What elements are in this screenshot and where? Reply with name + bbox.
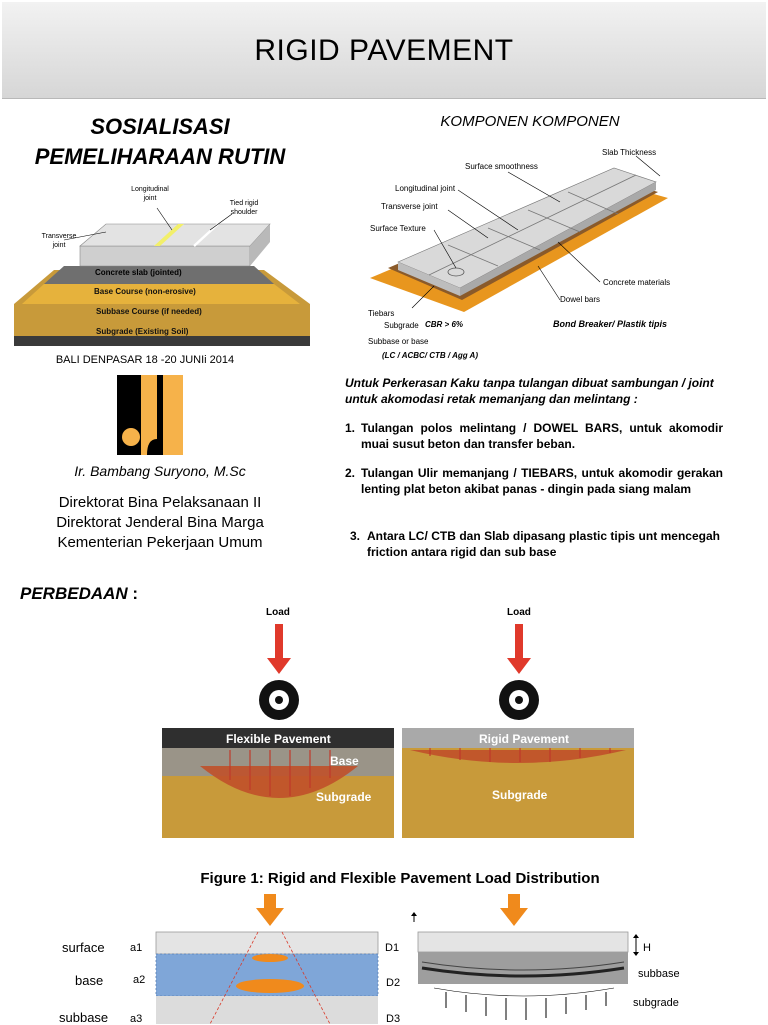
label-longitudinal-joint-komp: Longitudinal joint: [395, 184, 456, 193]
label-subbase-or-base: Subbase or base: [368, 337, 429, 346]
list-item: 2. Tulangan Ulir memanjang / TIEBARS, un…: [345, 465, 723, 497]
label-surface-texture: Surface Texture: [370, 224, 426, 233]
author-name: Ir. Bambang Suryono, M.Sc: [74, 463, 246, 479]
label-cbr: CBR > 6%: [425, 320, 464, 329]
label-longitudinal-joint: Longitudinal joint: [131, 186, 169, 202]
org-line-1: Direktorat Bina Pelaksanaan II: [58, 494, 262, 511]
list-item-number: 1.: [345, 421, 356, 435]
list-item: 1. Tulangan polos melintang / DOWEL BARS…: [345, 420, 723, 452]
title-bar: [2, 2, 766, 99]
label-surface-smoothness: Surface smoothness: [465, 162, 538, 171]
organization: Direktorat Bina Pelaksanaan II Direktora…: [10, 493, 310, 553]
load-label-right: Load: [507, 607, 531, 618]
rigid-pavement-title: Rigid Pavement: [479, 732, 570, 746]
page-title: RIGID PAVEMENT: [254, 34, 514, 67]
ministry-logo: [117, 375, 183, 455]
subbase-layer: [22, 284, 300, 304]
a1-label: a1: [130, 942, 143, 954]
d3-label: D3: [386, 1013, 401, 1025]
seminar-title: SOSIALISASI PEMELIHARAAN RUTIN: [10, 112, 310, 172]
perbedaan-colon: :: [127, 584, 139, 603]
label-slab-thickness: Slab Thickness: [602, 148, 657, 157]
slab-side: [250, 224, 270, 266]
base-layer: [44, 266, 274, 284]
flexible-pavement-title: Flexible Pavement: [226, 732, 331, 746]
concrete-slab-side: [460, 182, 656, 296]
longitudinal-joint-stripe: [154, 224, 184, 246]
perbedaan-heading: PERBEDAAN :: [20, 584, 138, 604]
list-item-text: Antara LC/ CTB dan Slab dipasang plastic…: [367, 529, 720, 559]
layer-label-base: base: [75, 973, 104, 988]
a3-label: a3: [130, 1013, 143, 1025]
org-line-2: Direktorat Jenderal Bina Marga: [56, 514, 264, 531]
layer-label-surface: surface: [62, 940, 105, 955]
figure-caption: Figure 1: Rigid and Flexible Pavement Lo…: [200, 870, 600, 887]
label-concrete-materials: Concrete materials: [603, 278, 671, 287]
seminar-title-line2: PEMELIHARAAN RUTIN: [34, 144, 286, 169]
layer-label-subbase: subbase: [59, 1010, 109, 1025]
flexible-base-label: Base: [330, 754, 359, 768]
right-subgrade-label: subgrade: [633, 997, 679, 1009]
load-distribution-figure: [162, 624, 634, 838]
list-item-text: Tulangan polos melintang / DOWEL BARS, u…: [361, 421, 723, 451]
label-bond-breaker: Bond Breaker/ Plastik tipis: [553, 319, 668, 329]
komponen-title: KOMPONEN KOMPONEN: [440, 113, 620, 130]
event-info: BALI DENPASAR 18 -20 JUNIi 2014: [55, 354, 235, 366]
load-label-left: Load: [266, 607, 290, 618]
label-base-course: Base Course (non-erosive): [94, 287, 196, 296]
seminar-title-line1: SOSIALISASI: [90, 114, 230, 139]
d1-label: D1: [385, 942, 400, 954]
rigid-components-figure: [370, 155, 668, 312]
label-transverse-joint: Transverse joint: [41, 233, 77, 249]
org-line-3: Kementerian Pekerjaan Umum: [57, 534, 263, 551]
pavement-layers-figure: [14, 186, 310, 346]
label-tied-shoulder: Tied rigid shoulder: [229, 200, 259, 216]
list-item-number: 2.: [345, 466, 356, 480]
rigid-subgrade-label: Subgrade: [492, 788, 548, 802]
shoulder-joint-line: [193, 223, 219, 247]
label-subgrade-komp: Subgrade: [384, 321, 419, 330]
d2-label: D2: [386, 977, 401, 989]
label-subbase-types: (LC / ACBC/ CTB / Agg A): [382, 351, 478, 360]
slab-front: [79, 245, 251, 267]
label-subgrade: Subgrade (Existing Soil): [96, 327, 189, 336]
label-transverse-joint-komp: Transverse joint: [381, 202, 438, 211]
perbedaan-label: PERBEDAAN: [20, 584, 128, 603]
list-item: 3. Antara LC/ CTB dan Slab dipasang plas…: [350, 528, 720, 560]
right-subbase-label: subbase: [638, 968, 680, 980]
list-item-text: Tulangan Ulir memanjang / TIEBARS, untuk…: [361, 466, 723, 496]
label-subbase-course: Subbase Course (if needed): [96, 307, 202, 316]
layer-stress-diagram: [155, 894, 639, 1024]
label-concrete-slab: Concrete slab (jointed): [95, 268, 182, 277]
label-tiebars: Tiebars: [368, 309, 395, 318]
joint-intro: Untuk Perkerasan Kaku tanpa tulangan dib…: [345, 376, 714, 406]
bottom-bar: [14, 336, 310, 346]
h-label: H: [643, 942, 651, 954]
list-item-number: 3.: [350, 529, 361, 543]
a2-label: a2: [133, 974, 146, 986]
flexible-subgrade-label: Subgrade: [316, 790, 372, 804]
label-dowel-bars: Dowel bars: [560, 295, 601, 304]
